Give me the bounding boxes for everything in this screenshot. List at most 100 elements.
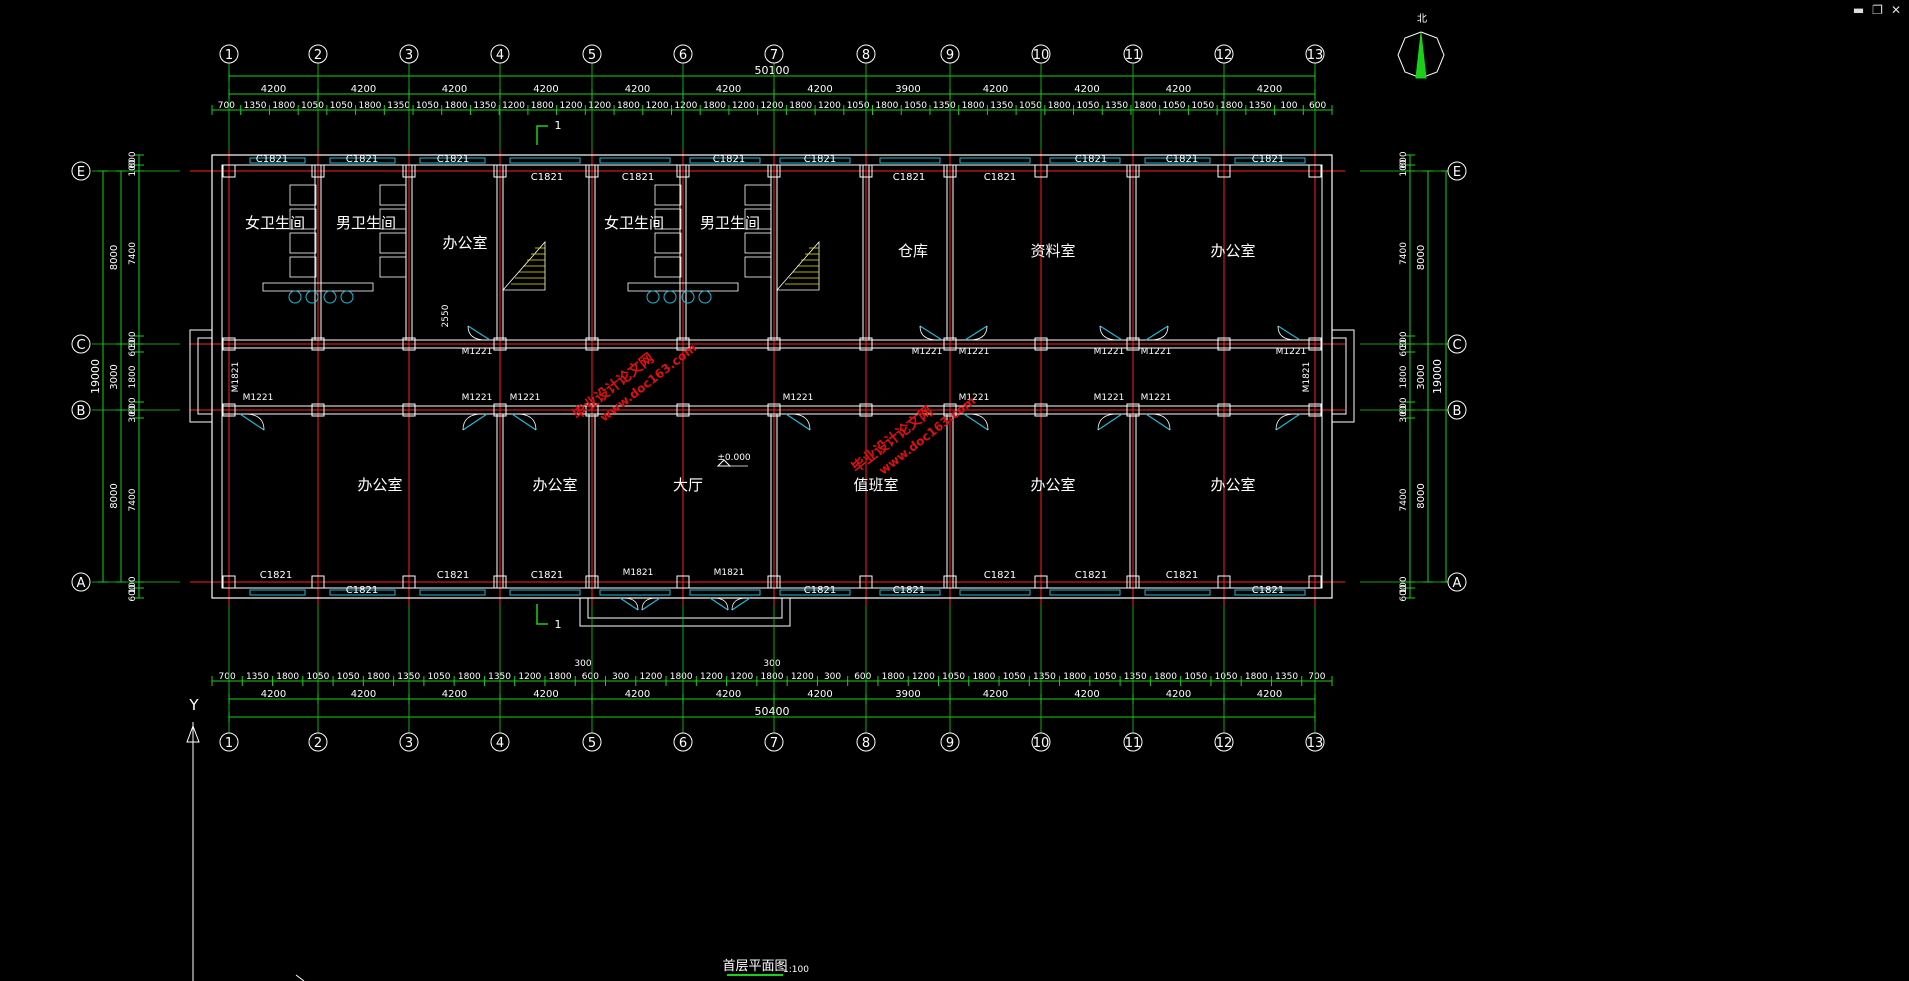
axis-label-col: 1 [225, 736, 233, 751]
door-label: M1221 [1141, 393, 1172, 403]
axis-label-col: 5 [588, 48, 596, 63]
axis-bubble-col [1123, 44, 1143, 64]
dim-top-details-text: 1800 [358, 101, 381, 111]
column [1308, 164, 1322, 178]
door-arc [1097, 413, 1118, 431]
toilet-stall [744, 208, 772, 230]
axis-label-row: C [76, 338, 85, 353]
column [585, 164, 599, 178]
column [767, 164, 781, 178]
dim-top-details-text: 1050 [1076, 101, 1099, 111]
entrance-door [641, 597, 657, 611]
axis-bubble-col [1123, 732, 1143, 752]
axis-bubble-col [490, 732, 510, 752]
column [1034, 575, 1048, 589]
window-controls: ▬ ❐ ✕ [1853, 4, 1901, 16]
axis-bubble-row [71, 334, 91, 354]
door-label: M1821 [231, 362, 241, 393]
column [1308, 403, 1322, 417]
ucs-y-label: Y [188, 696, 199, 714]
axis-label-col: 12 [1216, 736, 1233, 751]
dim-bottom-details-text: 1050 [1184, 672, 1207, 682]
toilet-stall [654, 256, 682, 278]
axis-label-col: 13 [1307, 736, 1324, 751]
door-label: M1221 [1141, 347, 1172, 357]
column [943, 337, 957, 351]
dim-left-inner-text: 3000 [109, 364, 120, 389]
axis-label-col: 10 [1033, 48, 1050, 63]
window-label: C1821 [346, 154, 378, 165]
minimize-icon[interactable]: ▬ [1852, 3, 1865, 17]
room-label: 大厅 [673, 476, 703, 494]
column [767, 337, 781, 351]
north-label: 北 [1417, 13, 1427, 25]
room-label: 办公室 [1210, 242, 1255, 260]
column [943, 403, 957, 417]
dim-bottom-details-text: 1200 [791, 672, 814, 682]
dim-bottom-details-text: 1200 [912, 672, 935, 682]
column [676, 337, 690, 351]
door-arc [467, 325, 486, 341]
dim-right-inner-text: 8000 [1416, 245, 1427, 270]
axis-label-col: 11 [1125, 736, 1142, 751]
axis-label-col: 9 [946, 48, 954, 63]
dim-top-details-text: 1800 [962, 101, 985, 111]
dim-bottom-extra: 300 [574, 659, 591, 669]
dim-left-details-text: 7400 [128, 242, 138, 265]
window-label: C1821 [893, 172, 925, 183]
door-arc [1275, 413, 1296, 431]
column [1217, 403, 1231, 417]
door-leaf [1275, 413, 1301, 431]
axis-label-col: 9 [946, 736, 954, 751]
vanity-counter [262, 282, 374, 292]
axis-label-col: 4 [496, 48, 504, 63]
door-label: M1221 [462, 347, 493, 357]
axis-label-row: A [77, 576, 86, 591]
column [311, 164, 325, 178]
dim-top-details-text: 1200 [502, 101, 525, 111]
axis-label-col: 7 [770, 736, 778, 751]
axis-bubble-col [764, 44, 784, 64]
toilet-stall [744, 184, 772, 206]
column [222, 403, 236, 417]
dim-bottom-details-text: 1200 [639, 672, 662, 682]
axis-bubble-col [940, 44, 960, 64]
restore-icon[interactable]: ❐ [1872, 3, 1883, 17]
dim-right-details-text: 600 [1399, 397, 1409, 414]
door-leaf [1277, 325, 1301, 341]
dim-top-bays-text: 4200 [983, 84, 1008, 95]
dim-right-inner-text: 3000 [1416, 364, 1427, 389]
axis-label-row: B [77, 404, 86, 419]
ucs-arrow-icon [186, 724, 200, 743]
door-label: M1221 [1094, 347, 1125, 357]
section-label: 1 [555, 618, 562, 631]
window-glazing [959, 589, 1031, 596]
dim-bottom-bays-text: 4200 [716, 689, 741, 700]
axis-label-row: E [1453, 165, 1461, 180]
column [1034, 164, 1048, 178]
axis-bubble-col [582, 44, 602, 64]
dim-bottom-bays-text: 4200 [1074, 689, 1099, 700]
room-label: 办公室 [442, 234, 487, 252]
axis-bubble-col [673, 44, 693, 64]
axis-bubble-col [582, 732, 602, 752]
column [1126, 164, 1140, 178]
axis-label-col: 3 [405, 736, 413, 751]
dim-bottom-bays-text: 4200 [807, 689, 832, 700]
axis-label-row: E [77, 165, 85, 180]
door-leaf [1097, 413, 1123, 431]
dim-bottom-bays-text: 4200 [1166, 689, 1191, 700]
close-icon[interactable]: ✕ [1890, 3, 1901, 17]
window-label: C1821 [437, 570, 469, 581]
window-glazing [779, 589, 851, 596]
column [311, 575, 325, 589]
column [311, 403, 325, 417]
dim-left-inner-text: 8000 [109, 245, 120, 270]
dim-top-details-text: 1800 [1048, 101, 1071, 111]
dim-right-details-text: 1800 [1399, 365, 1409, 388]
dim-right-details-text: 7400 [1399, 242, 1409, 265]
section-label: 1 [555, 119, 562, 132]
dim-top-details-text: 1200 [560, 101, 583, 111]
